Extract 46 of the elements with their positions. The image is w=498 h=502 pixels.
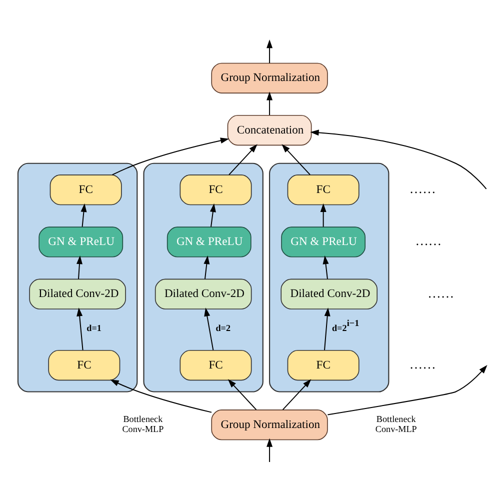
node-box: GN & PReLU <box>281 226 366 257</box>
label: …… <box>409 180 436 196</box>
node-box: FC <box>50 174 122 205</box>
arrow <box>266 438 273 462</box>
arrow <box>228 144 258 175</box>
arrow <box>282 144 311 175</box>
node-box: FC <box>287 349 360 380</box>
node-label: Bottleneck Conv-MLP <box>122 414 164 434</box>
arrow <box>210 202 216 227</box>
arrow <box>110 379 212 412</box>
node-label: Bottleneck Conv-MLP <box>375 414 417 434</box>
node-box: FC <box>180 174 252 205</box>
edge-label: d=1 <box>86 322 102 333</box>
node-box: FC <box>180 349 252 380</box>
arrow <box>80 202 87 227</box>
node-box: Dilated Conv-2D <box>29 278 126 309</box>
arrow <box>322 255 329 279</box>
node-box: Dilated Conv-2D <box>154 278 252 309</box>
node-box: FC <box>48 349 120 380</box>
node-box: Group Normalization <box>211 62 328 93</box>
node-box: Concatenation <box>227 114 312 146</box>
cluster <box>143 162 264 392</box>
arrow <box>266 91 273 116</box>
arrow <box>266 39 273 64</box>
node-box: Dilated Conv-2D <box>280 278 378 309</box>
arrow <box>324 307 330 350</box>
arrow <box>327 364 488 415</box>
label: …… <box>409 356 436 371</box>
arrow <box>112 137 230 175</box>
arrow <box>76 255 82 279</box>
node-box: GN & PReLU <box>166 226 252 257</box>
label: …… <box>428 284 454 300</box>
arrow <box>282 378 312 410</box>
arrow <box>204 307 214 350</box>
arrow <box>228 378 257 410</box>
arrow <box>204 255 210 279</box>
arrow <box>320 202 326 227</box>
cluster <box>269 162 390 392</box>
cluster <box>17 162 138 392</box>
arrow <box>310 129 487 189</box>
node-box: Group Normalization <box>211 409 328 440</box>
arrow <box>76 307 84 350</box>
label: …… <box>415 232 442 248</box>
node-box: FC <box>287 174 360 205</box>
node-box: GN & PReLU <box>38 226 124 257</box>
edge-label: d=2 <box>216 322 231 333</box>
